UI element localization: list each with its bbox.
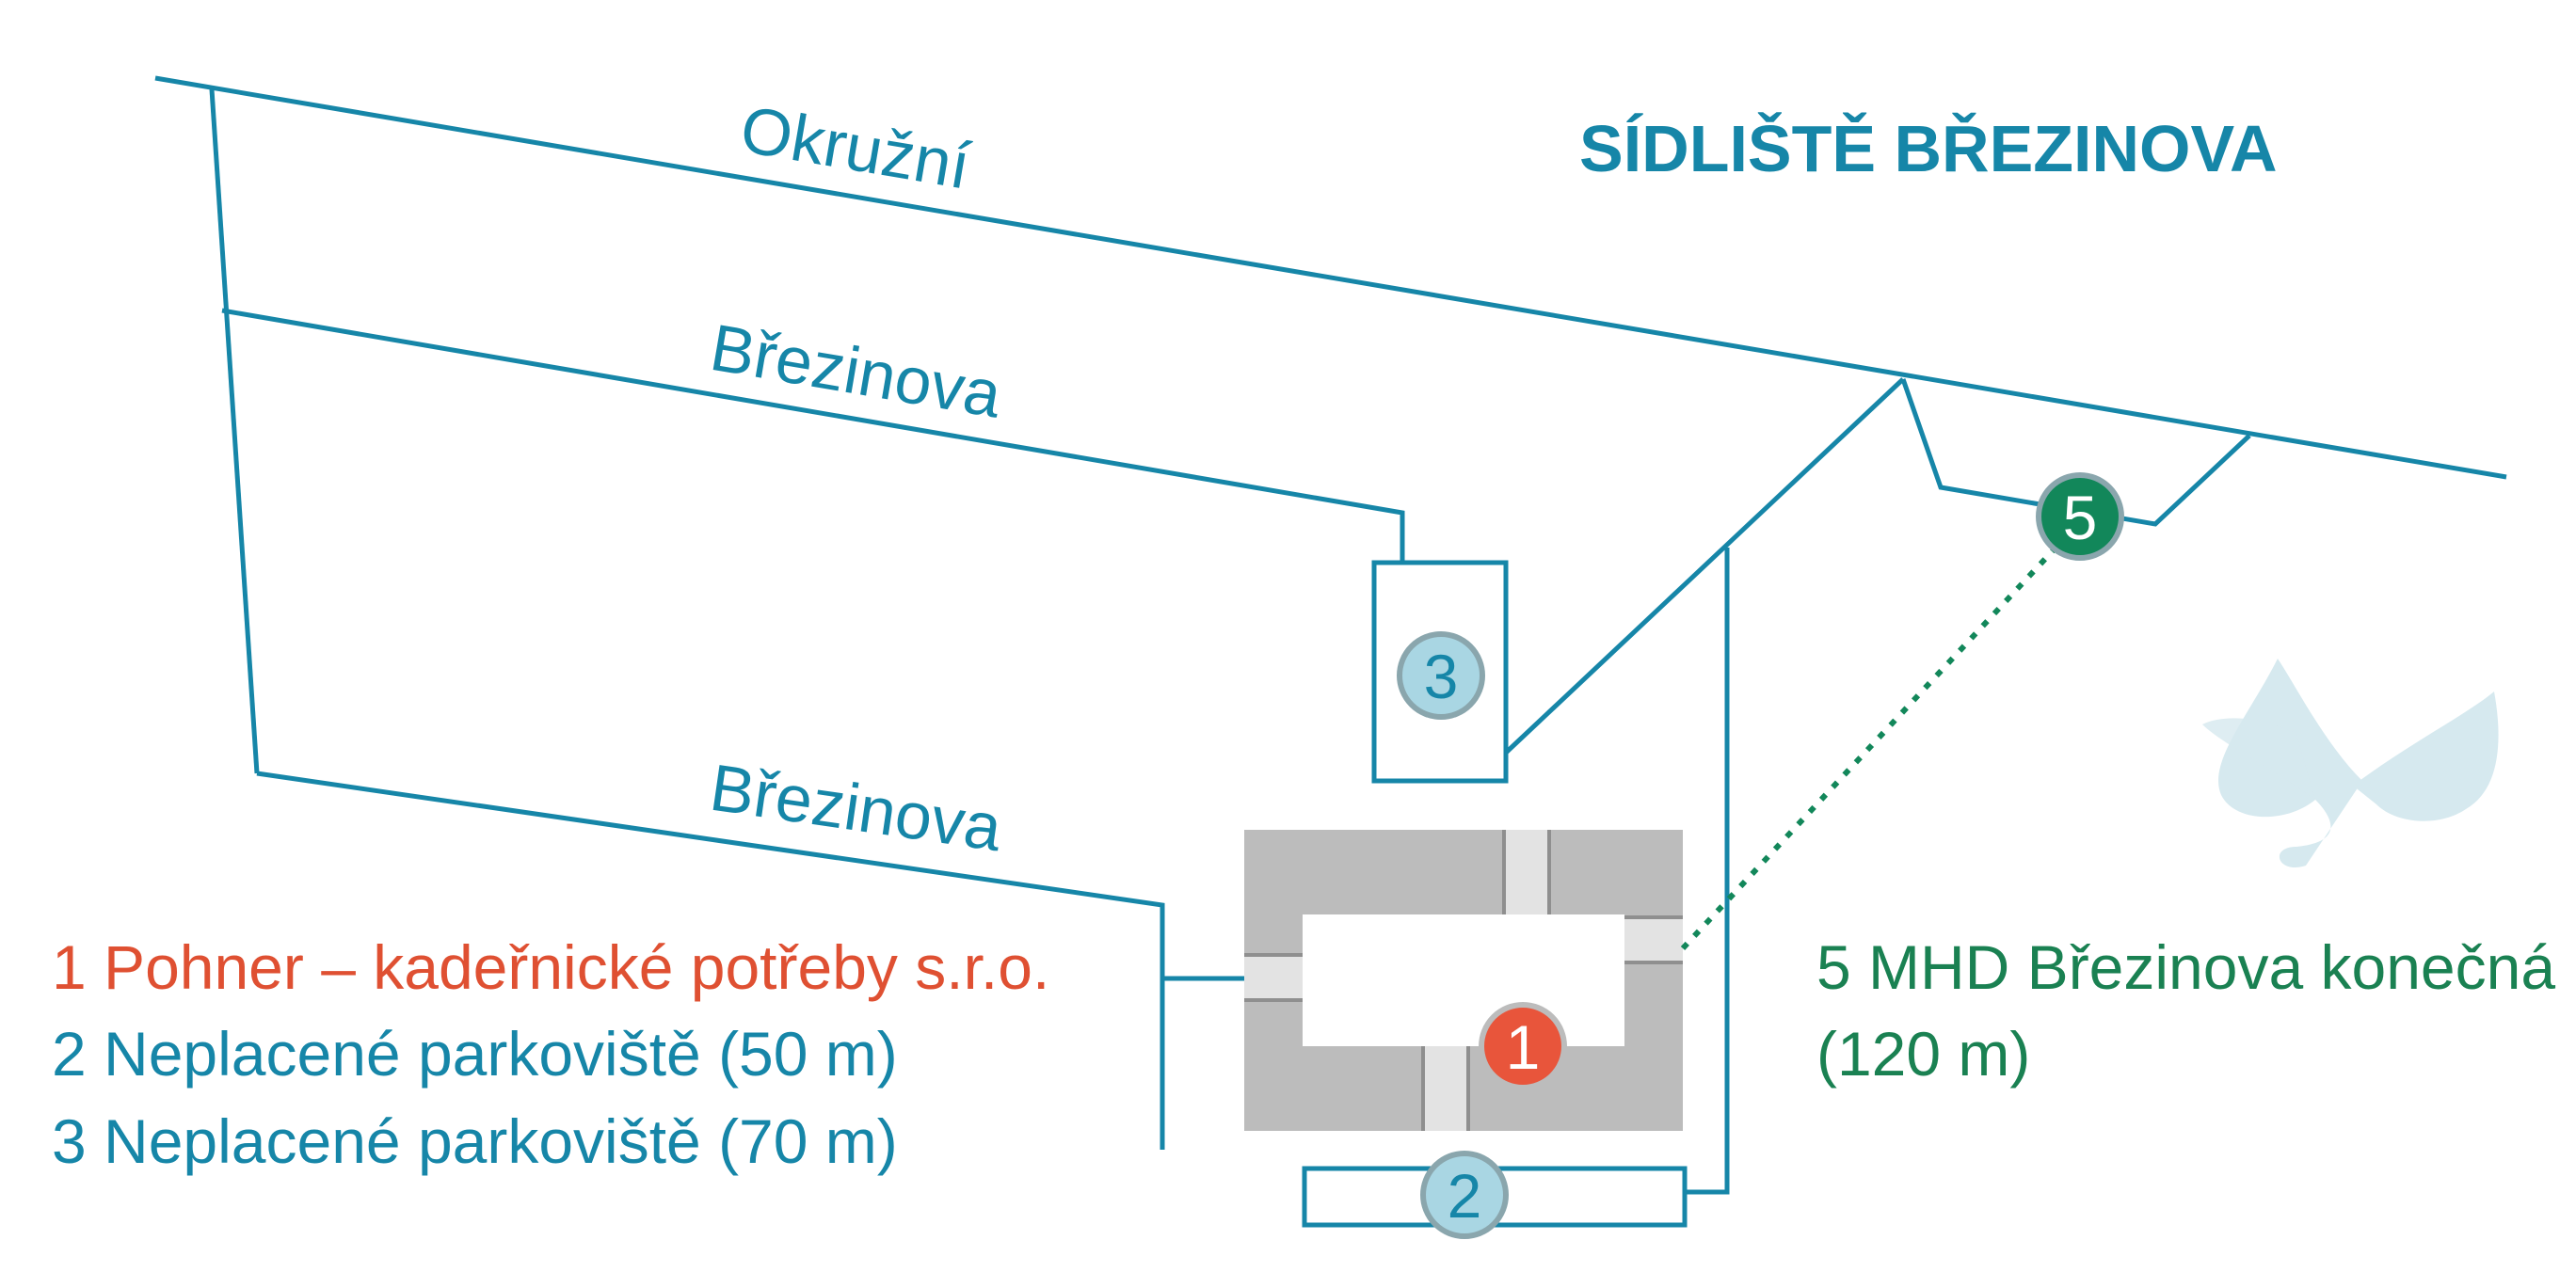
marker-1-label: 1 bbox=[1506, 1012, 1541, 1082]
marker-5[interactable]: 5 bbox=[2036, 472, 2124, 561]
marker-2[interactable]: 2 bbox=[1420, 1151, 1509, 1239]
butterfly-icon bbox=[2202, 659, 2499, 868]
legend-item-5-line2: (120 m) bbox=[1816, 1019, 2031, 1089]
road-east bbox=[1685, 548, 1730, 1195]
road-brezinova-lower bbox=[256, 771, 1165, 1150]
street-label-brezinova-upper: Březinova bbox=[705, 310, 1006, 432]
road-brezinova-upper bbox=[221, 308, 1405, 562]
building bbox=[1244, 830, 1683, 1131]
legend-item-2: 2 Neplacené parkoviště (50 m) bbox=[52, 1019, 898, 1089]
road-west bbox=[209, 88, 260, 774]
marker-5-label: 5 bbox=[2063, 483, 2098, 552]
street-label-brezinova-lower: Březinova bbox=[706, 751, 1006, 866]
legend-item-3: 3 Neplacené parkoviště (70 m) bbox=[52, 1106, 898, 1176]
street-label-okruzni: Okružní bbox=[735, 92, 975, 203]
map-title: SÍDLIŠTĚ BŘEZINOVA bbox=[1579, 111, 2278, 185]
walking-path-to-bus bbox=[1680, 529, 2073, 951]
legend-item-1: 1 Pohner – kadeřnické potřeby s.r.o. bbox=[52, 932, 1050, 1002]
road-okruzni bbox=[154, 75, 2507, 480]
legend-item-5-line1: 5 MHD Březinova konečná bbox=[1816, 932, 2556, 1002]
marker-1[interactable]: 1 bbox=[1479, 1002, 1567, 1090]
marker-3[interactable]: 3 bbox=[1397, 631, 1485, 720]
marker-2-label: 2 bbox=[1448, 1161, 1482, 1231]
parking-3-outline bbox=[1371, 560, 1509, 784]
marker-3-label: 3 bbox=[1424, 642, 1459, 711]
road-diagonal bbox=[1504, 377, 1905, 755]
